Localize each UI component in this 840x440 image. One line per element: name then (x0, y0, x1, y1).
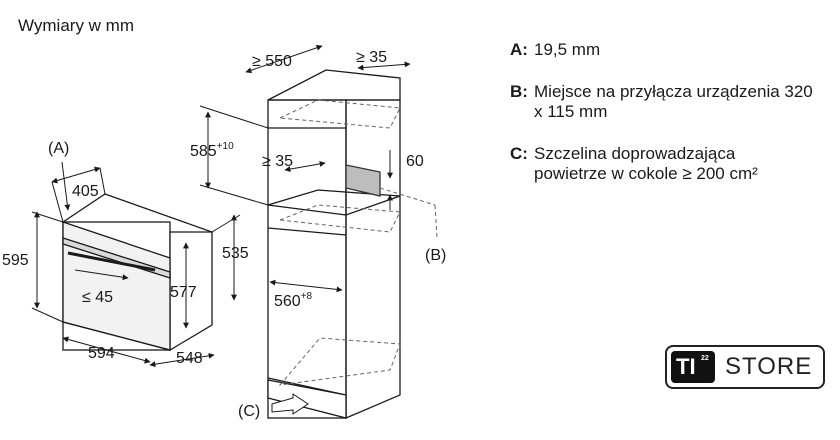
legend-text: 19,5 mm (534, 40, 601, 59)
legend-item-c: C: Szczelina doprowadzająca powietrze w c… (510, 144, 784, 184)
label-c: (C) (238, 403, 260, 420)
legend-key: B: (510, 82, 528, 101)
dim-577: 577 (170, 284, 197, 301)
dim-35-top: ≥ 35 (356, 49, 387, 66)
legend-item-b: B: Miejsce na przyłącza urządzenia 320 x … (510, 82, 824, 122)
oven-drawing (61, 193, 214, 352)
label-a: (A) (48, 140, 69, 157)
dim-535: 535 (222, 245, 249, 262)
label-b: (B) (425, 247, 446, 264)
dim-le45: ≤ 45 (82, 289, 113, 306)
page-title: Wymiary w mm (18, 16, 134, 35)
legend-text: Miejsce na przyłącza urządzenia 320 x 11… (534, 82, 813, 121)
legend-item-a: A: 19,5 mm (510, 40, 834, 60)
dim-60: 60 (406, 153, 424, 170)
logo-wordmark: STORE (725, 353, 813, 380)
dim-405: 405 (72, 183, 99, 200)
legend-key: A: (510, 40, 528, 59)
legend-text: Szczelina doprowadzająca powietrze w cok… (534, 144, 758, 183)
dim-550: ≥ 550 (252, 53, 292, 70)
cabinet-drawing (267, 69, 401, 419)
dim-595: 595 (2, 252, 29, 269)
dim-560: 560+8 (274, 291, 313, 310)
dim-548: 548 (176, 350, 203, 367)
dim-35-mid: ≥ 35 (262, 153, 293, 170)
dim-594: 594 (88, 345, 115, 362)
dim-585: 585+10 (190, 141, 234, 160)
cabinet-dashed-lines (278, 99, 438, 386)
cabinet-dimension-lines (199, 44, 411, 415)
legend-key: C: (510, 144, 528, 163)
oven-dimension-lines (31, 161, 241, 368)
